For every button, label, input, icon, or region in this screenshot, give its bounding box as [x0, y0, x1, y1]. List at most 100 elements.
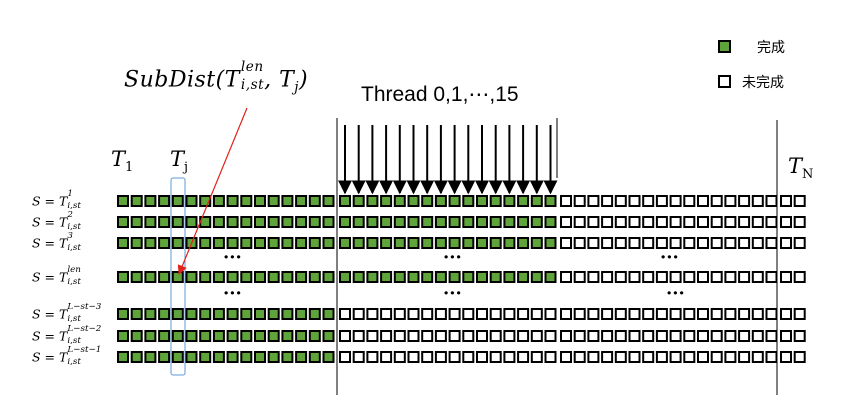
cell-done	[171, 351, 184, 363]
cell-done	[295, 237, 308, 249]
cell-done	[380, 195, 393, 207]
cell-done	[199, 330, 212, 342]
cell-not-done	[765, 216, 778, 228]
cell-not-done	[462, 308, 475, 320]
cell-done	[322, 330, 335, 342]
cell-not-done	[765, 330, 778, 342]
cell-done	[530, 237, 543, 249]
subdist-arrow	[177, 107, 248, 275]
cell-done	[434, 237, 447, 249]
cell-not-done	[339, 351, 351, 363]
formula-arg2-sub: j	[294, 79, 299, 96]
cell-done	[254, 308, 266, 320]
cell-done	[366, 216, 379, 228]
cell-done	[308, 237, 321, 249]
cell-not-done	[697, 237, 709, 249]
cell-not-done	[517, 330, 530, 342]
cell-not-done	[710, 271, 723, 283]
cell-not-done	[710, 195, 723, 207]
cell-done	[158, 237, 171, 249]
cell-done	[339, 271, 351, 283]
ellipsis: ···	[223, 283, 242, 304]
cell-done	[489, 271, 502, 283]
cell-not-done	[601, 351, 614, 363]
cell-not-done	[793, 308, 806, 320]
ellipsis: ···	[660, 247, 679, 268]
cell-not-done	[544, 308, 557, 320]
cell-done	[130, 330, 143, 342]
cell-not-done	[669, 351, 682, 363]
cell-not-done	[614, 237, 627, 249]
cell-done	[380, 216, 393, 228]
cell-not-done	[393, 351, 406, 363]
cell-done	[517, 195, 530, 207]
cell-done	[185, 330, 198, 342]
cell-not-done	[352, 330, 365, 342]
cell-not-done	[517, 351, 530, 363]
cell-done	[144, 195, 157, 207]
cell-done	[339, 195, 351, 207]
cell-done	[130, 351, 143, 363]
cell-done	[199, 195, 212, 207]
cell-not-done	[738, 330, 751, 342]
cell-not-done	[669, 271, 682, 283]
cell-done	[117, 237, 129, 249]
cell-done	[476, 195, 488, 207]
cell-not-done	[683, 237, 696, 249]
cell-done	[130, 308, 143, 320]
cell-not-done	[683, 351, 696, 363]
cell-not-done	[601, 195, 614, 207]
cell-not-done	[573, 216, 586, 228]
cell-not-done	[614, 271, 627, 283]
cell-done	[308, 351, 321, 363]
cell-not-done	[751, 195, 764, 207]
cell-not-done	[738, 351, 751, 363]
cell-not-done	[366, 308, 379, 320]
cell-not-done	[655, 308, 668, 320]
cell-done	[448, 237, 461, 249]
cell-not-done	[573, 237, 586, 249]
cell-not-done	[738, 216, 751, 228]
cell-not-done	[573, 351, 586, 363]
cell-done	[144, 308, 157, 320]
cell-not-done	[339, 308, 351, 320]
cell-done	[489, 195, 502, 207]
cell-done	[158, 195, 171, 207]
cell-done	[393, 271, 406, 283]
cell-not-done	[489, 308, 502, 320]
cell-not-done	[380, 330, 393, 342]
cell-not-done	[642, 216, 655, 228]
cell-not-done	[421, 330, 434, 342]
cell-not-done	[517, 308, 530, 320]
cell-done	[544, 195, 557, 207]
cell-done	[171, 308, 184, 320]
cell-done	[267, 330, 280, 342]
cell-not-done	[560, 216, 572, 228]
cell-not-done	[573, 195, 586, 207]
cell-not-done	[697, 271, 709, 283]
cell-done	[254, 195, 266, 207]
cell-done	[130, 237, 143, 249]
cell-not-done	[738, 308, 751, 320]
cell-not-done	[476, 351, 488, 363]
cell-done	[503, 237, 516, 249]
cell-done	[448, 195, 461, 207]
cell-not-done	[573, 330, 586, 342]
cell-done	[144, 351, 157, 363]
ellipsis: ···	[666, 283, 685, 304]
cell-not-done	[614, 308, 627, 320]
cell-not-done	[697, 216, 709, 228]
cell-not-done	[793, 330, 806, 342]
thread-label: Thread 0,1,⋯,15	[361, 83, 519, 106]
cell-not-done	[601, 237, 614, 249]
cell-not-done	[628, 351, 641, 363]
legend-not-done-label: 未完成	[742, 74, 784, 90]
column-label-tn: TN	[788, 154, 814, 183]
cell-done	[295, 351, 308, 363]
cell-not-done	[530, 351, 543, 363]
cell-done	[212, 216, 225, 228]
